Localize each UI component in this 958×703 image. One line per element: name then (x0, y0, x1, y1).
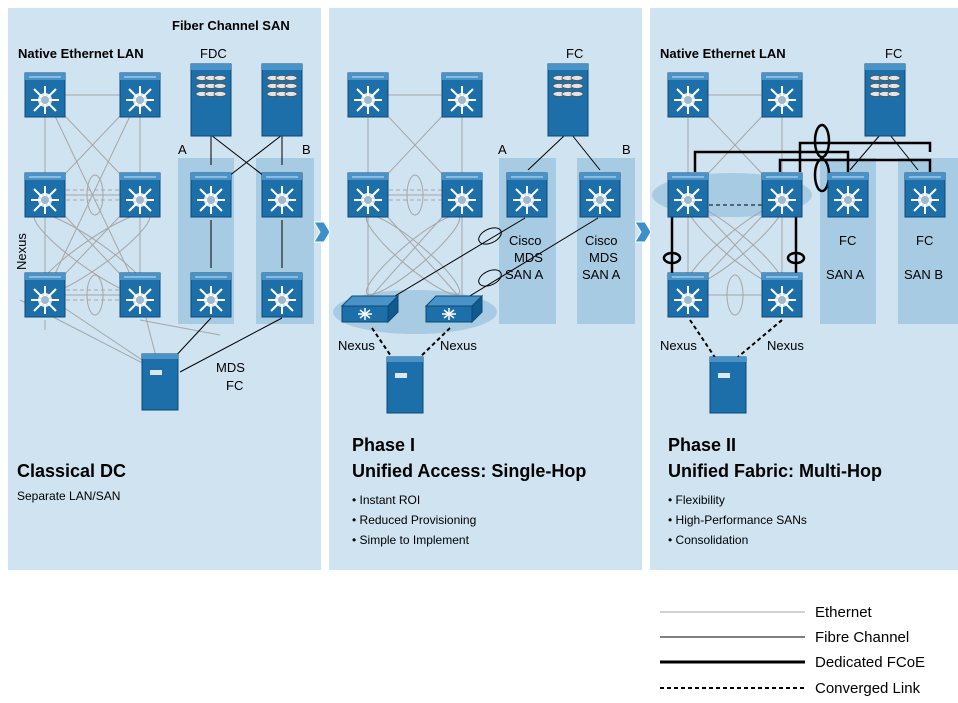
fc-switch-icon (904, 172, 946, 218)
switch-icon (347, 72, 389, 118)
label-fc: FC (566, 46, 583, 61)
switch-icon (441, 172, 483, 218)
label-a: A (178, 142, 187, 157)
nexus-switch-icon (761, 272, 803, 318)
bullet-item: • Flexibility (668, 493, 725, 507)
label-fdc: FDC (200, 46, 227, 61)
switch-icon (347, 172, 389, 218)
switch-icon (667, 72, 709, 118)
label-nexus-right: Nexus (767, 338, 804, 353)
mds-switch-icon (261, 272, 303, 318)
bullet-item: • Instant ROI (352, 493, 420, 507)
legend-label: Fibre Channel (815, 629, 909, 646)
switch-icon (24, 172, 66, 218)
label-cisco: Cisco (509, 233, 542, 248)
switch-icon (667, 172, 709, 218)
label-a: A (498, 142, 507, 157)
san-switch-icon (190, 172, 232, 218)
switch-icon (24, 72, 66, 118)
legend-label: Dedicated FCoE (815, 654, 925, 671)
label-fc: FC (885, 46, 902, 61)
mds-switch-icon (579, 172, 621, 218)
panel-subtitle: Separate LAN/SAN (17, 489, 120, 503)
switch-icon (119, 272, 161, 318)
switch-icon (441, 72, 483, 118)
label-san-a: SAN A (826, 267, 865, 282)
label-b: B (302, 142, 311, 157)
label-fc-b: FC (916, 233, 933, 248)
bullet-item: • Simple to Implement (352, 533, 470, 547)
label-fc: FC (226, 378, 243, 393)
phase-1-diagram: FC A B Cisco MDS SAN A Cisco MDS SAN A N… (333, 46, 635, 547)
nexus-switch-icon (667, 272, 709, 318)
nexus-switch-icon (425, 295, 483, 323)
switch-icon (24, 272, 66, 318)
server-icon (709, 356, 747, 414)
mds-switch-icon (190, 272, 232, 318)
label-nexus-left: Nexus (660, 338, 697, 353)
server-icon (386, 356, 424, 414)
bullet-item: • High-Performance SANs (668, 513, 807, 527)
label-native-ethernet-lan: Native Ethernet LAN (660, 46, 786, 61)
panel-phase-label: Phase II (668, 435, 736, 455)
label-fc-a: FC (839, 233, 856, 248)
panel-heading: Unified Fabric: Multi-Hop (668, 461, 882, 481)
label-san: SAN A (582, 267, 621, 282)
label-mds: MDS (216, 360, 245, 375)
panel-heading: Classical DC (17, 461, 126, 481)
switch-icon (119, 172, 161, 218)
label-nexus-vertical: Nexus (14, 233, 29, 270)
label-b: B (622, 142, 631, 157)
legend-label: Ethernet (815, 604, 873, 621)
storage-icon (547, 63, 589, 137)
label-nexus-left: Nexus (338, 338, 375, 353)
switch-icon (119, 72, 161, 118)
label-mds: MDS (589, 250, 618, 265)
switch-icon (761, 172, 803, 218)
san-switch-icon (261, 172, 303, 218)
storage-icon (261, 63, 303, 137)
storage-icon (190, 63, 232, 137)
phase-2-diagram: Native Ethernet LAN FC FC FC SAN A SAN B… (652, 46, 958, 547)
label-fiber-channel-san: Fiber Channel SAN (172, 18, 290, 33)
panel-phase-label: Phase I (352, 435, 415, 455)
legend: Ethernet Fibre Channel Dedicated FCoE Co… (660, 604, 925, 697)
nexus-switch-icon (341, 295, 399, 323)
label-nexus-right: Nexus (440, 338, 477, 353)
server-icon (141, 353, 179, 411)
mds-switch-icon (506, 172, 548, 218)
label-cisco: Cisco (585, 233, 618, 248)
label-mds: MDS (514, 250, 543, 265)
storage-icon (864, 63, 906, 137)
fc-switch-icon (827, 172, 869, 218)
classical-dc-diagram: Native Ethernet LAN Fiber Channel SAN FD… (14, 18, 314, 503)
switch-icon (761, 72, 803, 118)
label-san: SAN A (505, 267, 544, 282)
bullet-item: • Reduced Provisioning (352, 513, 476, 527)
label-native-ethernet-lan: Native Ethernet LAN (18, 46, 144, 61)
label-san-b: SAN B (904, 267, 943, 282)
legend-label: Converged Link (815, 680, 921, 697)
bullet-item: • Consolidation (668, 533, 748, 547)
panel-heading: Unified Access: Single-Hop (352, 461, 586, 481)
